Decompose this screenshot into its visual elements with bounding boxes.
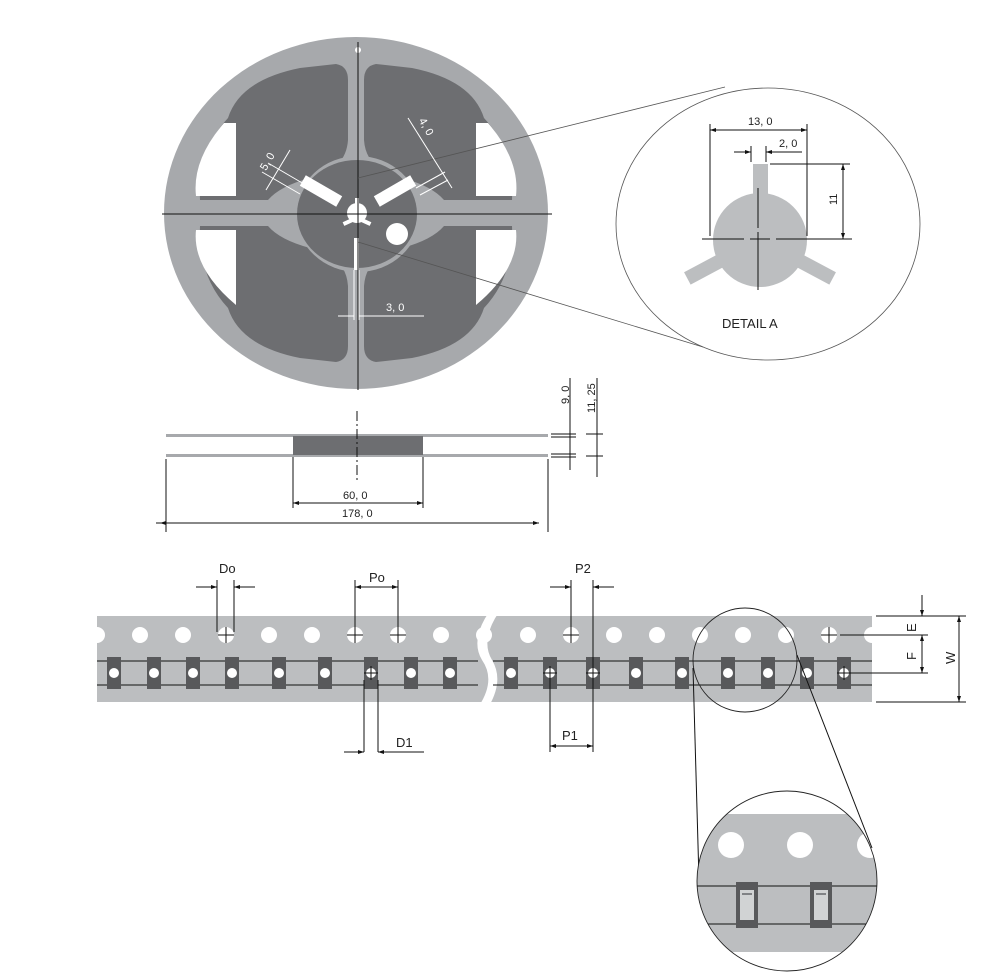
dim-key-height: 11 (828, 194, 840, 205)
carrier-tape: Do Po D1 P2 P1 (89, 561, 966, 881)
dim-hub-diameter: 60, 0 (343, 490, 367, 502)
dim-hub-width: 13, 0 (748, 116, 772, 128)
dim-slot-bottom: 3, 0 (386, 302, 404, 314)
reel-side-view: 9, 0 11, 25 60, 0 178, 0 (156, 378, 603, 532)
label-p2: P2 (575, 561, 591, 576)
detail-a-title: DETAIL A (722, 316, 778, 331)
dim-key-width: 2, 0 (779, 138, 797, 150)
reel-front-view: 5, 0 4, 0 3, 0 (162, 37, 726, 390)
label-e: E (904, 623, 919, 632)
label-do: Do (219, 561, 236, 576)
dim-outer-width: 11, 25 (586, 383, 598, 413)
tape-detail-enlarged (696, 790, 878, 972)
label-w: W (943, 651, 958, 664)
detail-a: 13, 0 2, 0 11 DETAIL A (615, 87, 921, 361)
label-d1: D1 (396, 735, 413, 750)
dim-inner-width: 9, 0 (560, 386, 572, 404)
dim-reel-diameter: 178, 0 (342, 508, 373, 520)
label-f: F (904, 652, 919, 660)
label-p1: P1 (562, 728, 578, 743)
label-po: Po (369, 570, 385, 585)
